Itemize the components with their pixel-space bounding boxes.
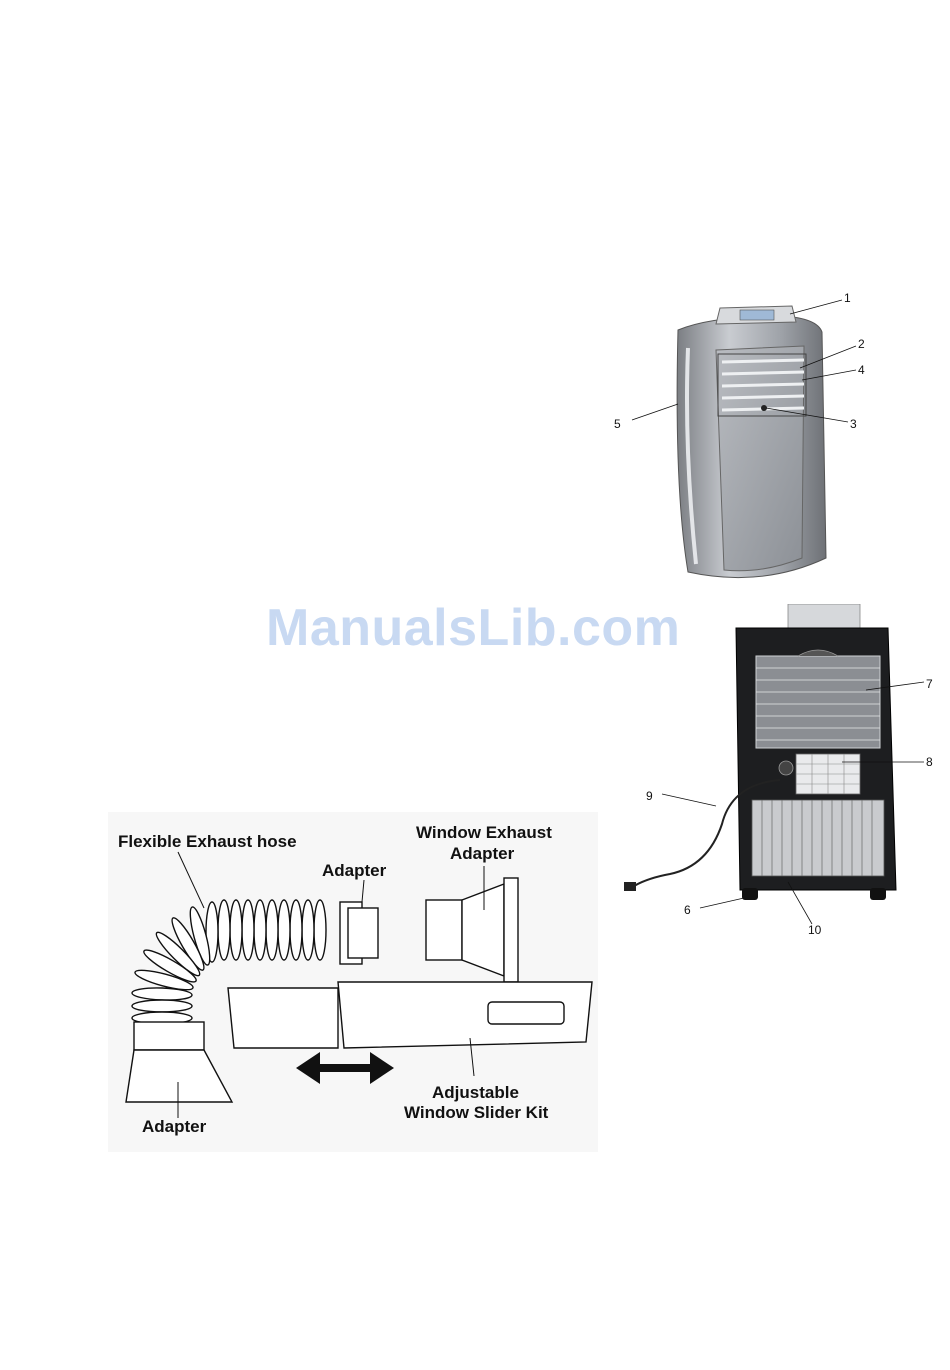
callout-6: 6 bbox=[684, 903, 691, 917]
label-adapter-top: Adapter bbox=[322, 861, 387, 880]
exhaust-kit-illustration: Flexible Exhaust hose Adapter Window Exh… bbox=[108, 812, 598, 1152]
front-unit-illustration: 1 2 4 3 5 bbox=[612, 288, 874, 584]
label-window-exhaust-line2: Adapter bbox=[450, 844, 515, 863]
callout-4: 4 bbox=[858, 363, 865, 377]
callout-7: 7 bbox=[926, 677, 933, 691]
callout-8: 8 bbox=[926, 755, 933, 769]
callout-9: 9 bbox=[646, 789, 653, 803]
label-window-slider-kit: Window Slider Kit bbox=[404, 1103, 549, 1122]
callout-10: 10 bbox=[808, 923, 822, 937]
label-flexible-exhaust-hose: Flexible Exhaust hose bbox=[118, 832, 297, 851]
label-window-exhaust-line1: Window Exhaust bbox=[416, 823, 552, 842]
rear-unit-illustration: 7 8 9 6 10 bbox=[612, 604, 950, 940]
callout-5: 5 bbox=[614, 417, 621, 431]
label-adapter-bottom: Adapter bbox=[142, 1117, 207, 1136]
callout-1: 1 bbox=[844, 291, 851, 305]
callout-2: 2 bbox=[858, 337, 865, 351]
callout-3: 3 bbox=[850, 417, 857, 431]
label-adjustable: Adjustable bbox=[432, 1083, 519, 1102]
